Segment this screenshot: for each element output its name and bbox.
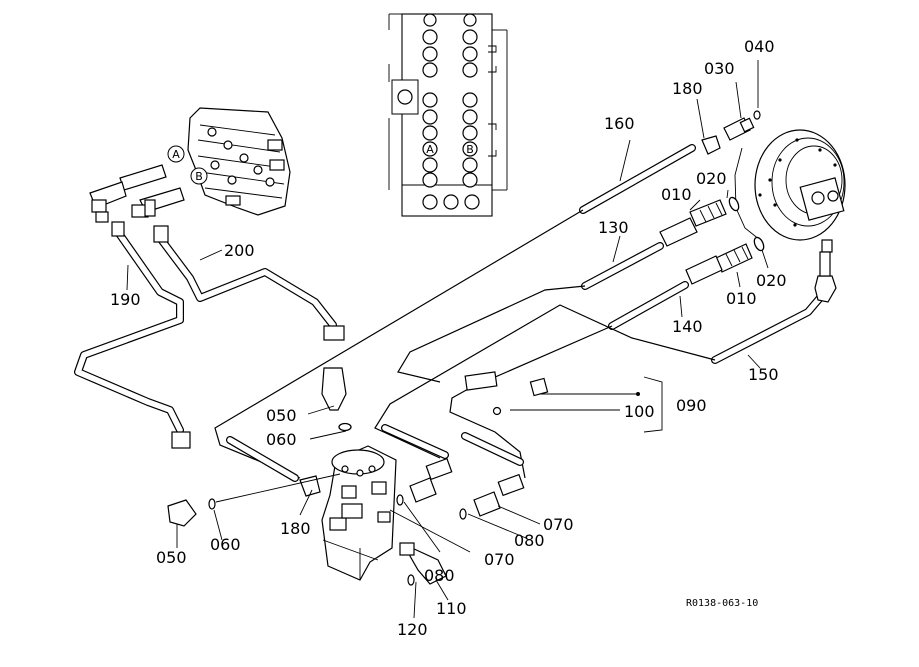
callout-110: 110 [436,599,467,618]
callout-190: 190 [110,290,141,309]
oring-020-bottom [753,236,765,252]
oring-080-center [396,494,404,506]
callout-180-top: 180 [672,79,703,98]
oring-120 [407,574,415,586]
callout-020-top: 020 [696,169,727,188]
callouts: 040 030 180 160 020 010 130 020 010 140 … [110,37,787,639]
oring-080-right [459,508,467,520]
callout-200: 200 [224,241,255,260]
callout-180-bottom: 180 [280,519,311,538]
callout-150: 150 [748,365,779,384]
hose-190 [74,228,184,434]
callout-130: 130 [598,218,629,237]
schematic-b-label: B [466,143,474,156]
callout-010-top: 010 [661,185,692,204]
oring-060-lower [208,498,216,510]
port-b-label: B [195,170,203,183]
schematic-a-label: A [426,143,434,156]
callout-060-lower: 060 [210,535,241,554]
control-valve-assembly [89,107,291,243]
fitting-050-lower [167,431,197,527]
fitting-090-group [464,371,549,416]
callout-050-upper: 050 [266,406,297,425]
callout-070-right: 070 [543,515,574,534]
callout-070-center: 070 [484,550,515,569]
elbow-180-bottom [299,475,321,497]
valve-schematic: A B [388,13,508,217]
callout-100: 100 [624,402,655,421]
callout-120: 120 [397,620,428,639]
fitting-030 [723,117,755,141]
callout-080-right: 080 [514,531,545,550]
callout-050-lower: 050 [156,548,187,567]
center-swivel-joint [321,445,397,581]
hose-bundle-lower [226,424,524,482]
callout-010-bottom: 010 [726,289,757,308]
callout-060-upper: 060 [266,430,297,449]
drawing-reference: R0138-063-10 [686,598,758,609]
callout-140: 140 [672,317,703,336]
fitting-070-center [409,457,453,503]
fitting-010-top [659,199,727,247]
oring-020-top [728,196,740,212]
elbow-110 [399,542,447,585]
callout-030: 030 [704,59,735,78]
hose-130 [397,242,664,383]
callout-020-bottom: 020 [756,271,787,290]
port-b-marker: B [190,167,208,185]
port-a-marker: A [167,145,185,163]
leader-lines [126,60,769,619]
fitting-010-bottom [685,243,753,285]
fitting-070-right [473,473,525,517]
callout-090: 090 [676,396,707,415]
port-a-label: A [172,148,180,161]
callout-080-center: 080 [424,566,455,585]
schematic-spools [422,13,480,210]
oring-040 [753,110,761,120]
hose-200 [156,234,337,329]
fitting-050-upper [321,325,347,411]
travel-motor [734,129,846,303]
callout-040: 040 [744,37,775,56]
elbow-180-top [701,135,721,155]
callout-160: 160 [604,114,635,133]
oring-060-upper [338,422,352,432]
